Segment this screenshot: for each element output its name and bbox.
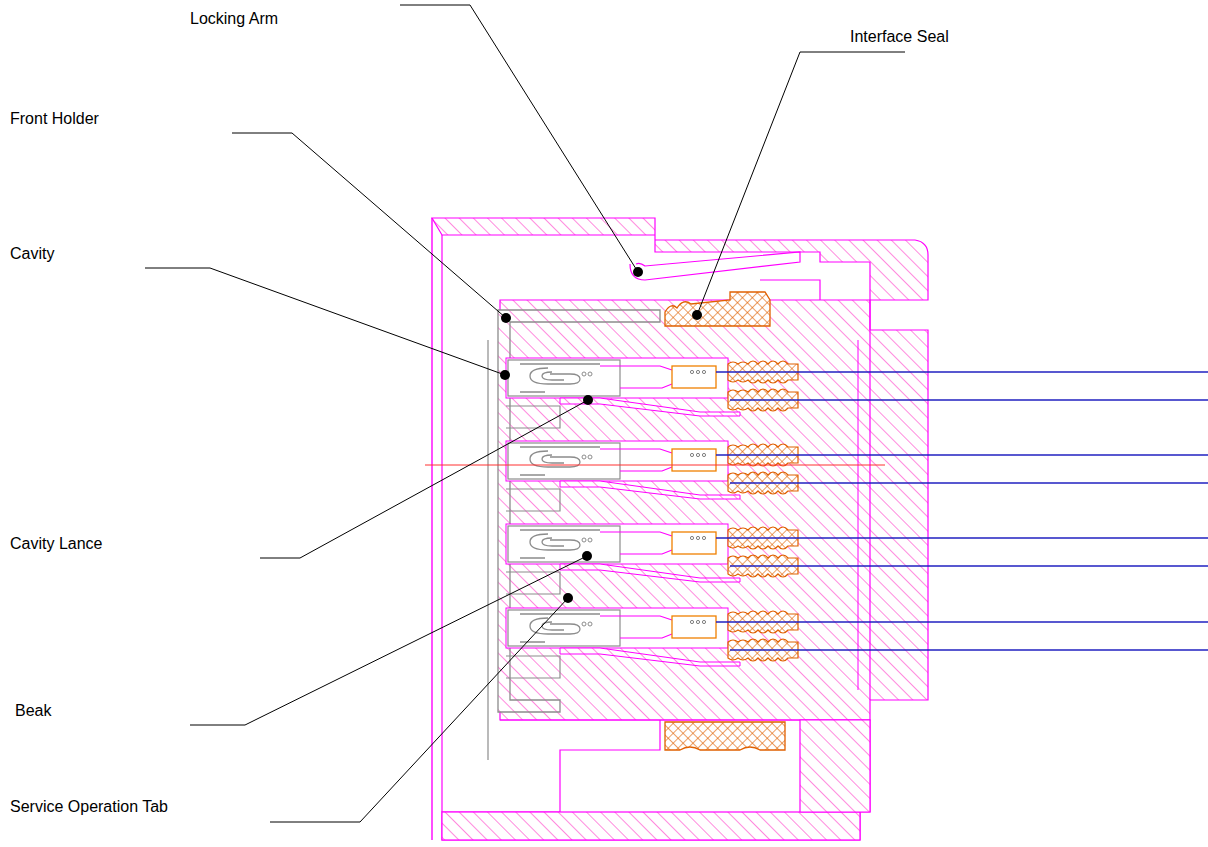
part-label: Interface Seal — [850, 28, 949, 46]
part-label: Service Operation Tab — [10, 798, 168, 816]
part-label: Cavity Lance — [10, 535, 103, 553]
part-label: Front Holder — [10, 110, 99, 128]
part-label: Cavity — [10, 245, 54, 263]
part-label: Locking Arm — [190, 10, 278, 28]
part-label: Beak — [15, 702, 51, 720]
